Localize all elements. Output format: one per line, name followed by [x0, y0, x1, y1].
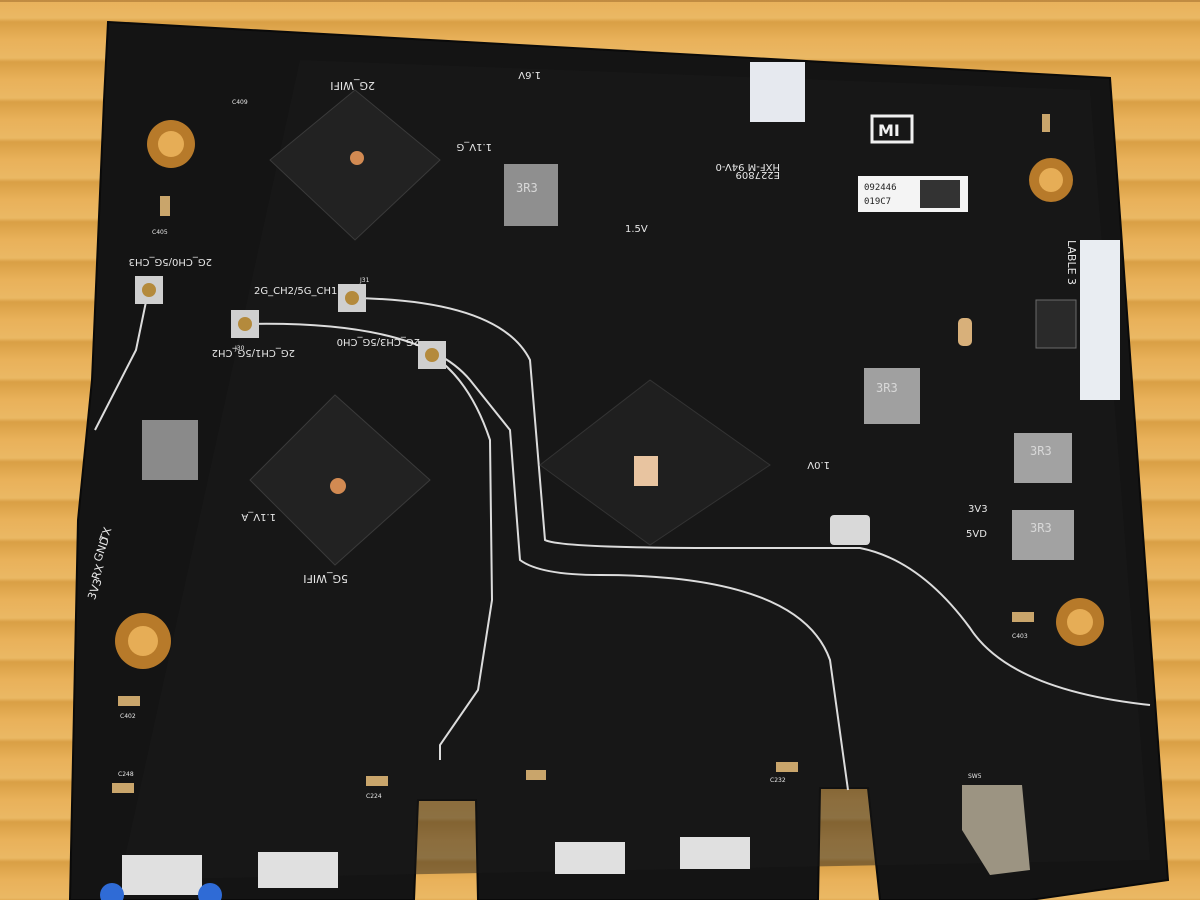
power-label-1v1-a: 1.1V_A [241, 511, 276, 522]
inductor: 3R3 [864, 368, 920, 424]
antenna-connector [338, 284, 366, 312]
model-code-label: HXF-M 94V-0 [716, 161, 781, 172]
ref-j30: J30 [234, 345, 245, 352]
blue-component [100, 883, 124, 900]
pin-header [680, 837, 750, 869]
svg-text:019C7: 019C7 [864, 197, 891, 207]
sensor-module [1035, 299, 1077, 349]
svg-text:TX: TX [97, 525, 115, 544]
inductor: 3R3 [504, 164, 558, 226]
svg-text:3R3: 3R3 [1030, 444, 1052, 458]
brand-logo: MI [870, 114, 914, 144]
ref-j31: J31 [359, 277, 370, 284]
axial-resistor [958, 318, 972, 346]
svg-text:RX: RX [89, 562, 107, 581]
svg-text:092446: 092446 [864, 183, 897, 193]
antenna-label-ch0-ch3: 2G_CH0/5G_CH3 [129, 256, 212, 267]
wifi-5g-chip-footprint [249, 394, 431, 566]
serial-sticker: 092446 019C7 [858, 176, 968, 212]
mounting-hole [1029, 158, 1073, 202]
pin-header [555, 842, 625, 874]
wifi-5g-label: 5G_WIFI [303, 572, 348, 585]
antenna-label-ch1-ch2: 2G_CH1/5G_CH2 [212, 347, 295, 358]
mounting-hole [1056, 598, 1104, 646]
power-label-1v1-g: 1.1V_G [457, 141, 493, 152]
main-soc-footprint [539, 379, 771, 546]
ref-c402: C402 [120, 713, 136, 720]
antenna-connector [135, 276, 163, 304]
inductor [142, 420, 198, 480]
ref-c405: C405 [152, 229, 168, 236]
power-label-5vd: 5VD [966, 529, 987, 540]
crystal-oscillator [830, 515, 870, 545]
wifi-2g-label: 2G_WIFI [330, 79, 375, 92]
ref-c224: C224 [366, 793, 382, 800]
svg-text:3R3: 3R3 [1030, 521, 1052, 535]
rf-trace-lines [94, 291, 1151, 791]
svg-text:MI: MI [878, 121, 900, 140]
inductor: 3R3 [1014, 433, 1072, 483]
svg-text:3R3: 3R3 [516, 181, 538, 195]
antenna-connector [231, 310, 259, 338]
ref-c409: C409 [232, 99, 248, 106]
ref-c403: C403 [1012, 633, 1028, 640]
ref-c232: C232 [770, 777, 786, 784]
mounting-hole [147, 120, 195, 168]
mounting-hole [115, 613, 171, 669]
pin-header [122, 855, 202, 895]
power-label-1v0: 1.0V [807, 459, 830, 470]
antenna-label-ch3-ch0: 2G_CH3/5G_CH0 [337, 336, 420, 347]
inductor: 3R3 [1012, 510, 1074, 560]
lable-3-text: LABLE 3 [1065, 240, 1078, 285]
antenna-label-ch2-ch1: 2G_CH2/5G_CH1 [254, 286, 337, 297]
pin-header [258, 852, 338, 888]
wifi-2g-chip-footprint [269, 89, 441, 241]
power-label-3v3: 3V3 [968, 504, 988, 515]
ref-sw5: SW5 [968, 773, 982, 780]
ref-c248: C248 [118, 771, 134, 778]
power-label-1v6: 1.6V [518, 69, 541, 80]
blue-component [198, 883, 222, 900]
antenna-connector [418, 341, 446, 369]
svg-text:3R3: 3R3 [876, 381, 898, 395]
label-strip [1080, 240, 1120, 400]
smd-capacitor [112, 114, 1050, 793]
blank-label-patch [750, 62, 805, 122]
ul-number-label: E227809 [736, 169, 781, 180]
power-label-1v5: 1.5V [625, 224, 648, 235]
wood-seam [0, 0, 1200, 2]
metal-shield-button [962, 785, 1030, 875]
